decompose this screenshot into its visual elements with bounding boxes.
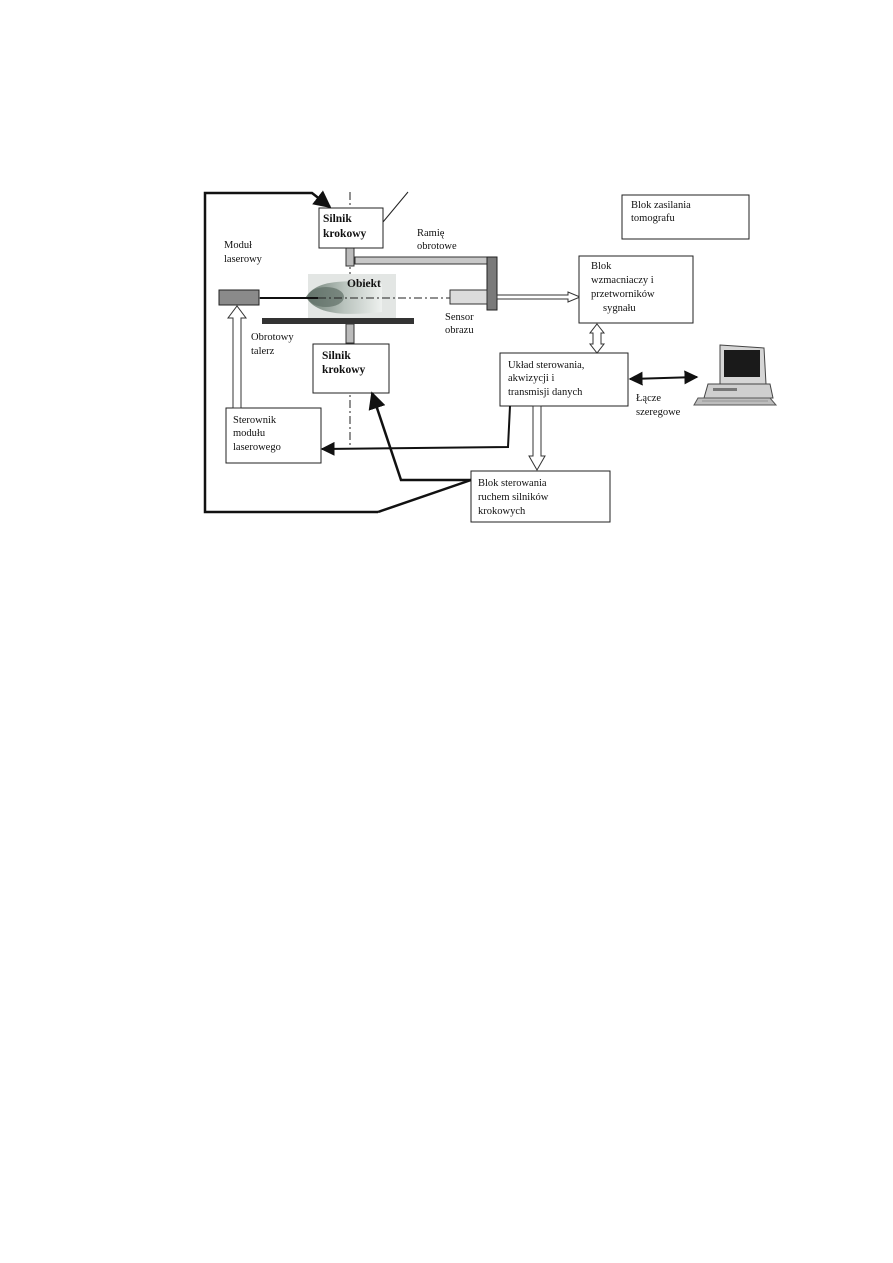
amplifier-label-1: Blok: [591, 261, 612, 272]
motor-control-label-3: krokowych: [478, 506, 526, 517]
arm-pointer-line: [382, 191, 409, 223]
rotating-table: [262, 318, 414, 324]
serial-label-1: Łącze: [636, 393, 661, 404]
amplifier-label-3: przetworników: [591, 289, 655, 300]
object-label: Obiekt: [347, 278, 381, 290]
motor-top-box: [318, 207, 384, 249]
motor-control-box: [470, 470, 611, 523]
motor-bottom-label-2: krokowy: [322, 364, 365, 376]
object-shadow: [308, 287, 344, 307]
computer-icon: [693, 344, 778, 406]
shaft-bottom: [345, 323, 355, 344]
control-label-2: akwizycji i: [508, 373, 554, 384]
rotating-arm: [354, 256, 488, 265]
table-label-1: Obrotowy: [251, 332, 294, 343]
arrow-amplifiers-control: [588, 323, 606, 354]
laser-driver-label-1: Sterownik: [233, 415, 277, 426]
power-block-label-2: tomografu: [631, 213, 675, 224]
arm-end-plate: [486, 256, 498, 311]
svg-text:Blok wzmacniaczy i prz: Blok wzmacniaczy i przetworników sygnału: [591, 261, 657, 314]
arm-label-1: Ramię: [417, 228, 445, 239]
laser-driver-label-2: modułu: [233, 428, 266, 439]
serial-label-2: szeregowe: [636, 407, 681, 418]
power-block-box: [621, 194, 750, 240]
arrow-sensor-amplifiers: [496, 291, 582, 303]
motor-bottom-label-1: Silnik: [322, 350, 351, 362]
amplifier-label-2: wzmacniaczy i: [591, 275, 654, 286]
motor-top-feed-line: [203, 190, 378, 514]
table-label-2: talerz: [251, 346, 275, 357]
motor-bottom-feed-line: [368, 391, 471, 482]
svg-text:Silnik krokowy: Silnik krokowy: [323, 213, 366, 240]
laser-driver-box: [225, 407, 322, 464]
shaft-top: [345, 247, 355, 267]
arrow-driver-laser: [227, 305, 247, 409]
arm-label-2: obrotowe: [417, 241, 457, 252]
svg-text:Silnik krokowy: Silnik krokowy: [322, 350, 365, 376]
svg-text:Ramię obrotowe: Ramię obrotowe: [417, 228, 457, 252]
svg-text:Blok sterowania ruchem sil: Blok sterowania ruchem silników krokowyc…: [478, 478, 551, 517]
motor-control-label-2: ruchem silników: [478, 492, 549, 503]
sensor-label-1: Sensor: [445, 312, 474, 323]
power-block-label-1: Blok zasilania: [631, 200, 691, 211]
laser-module-label-2: laserowy: [224, 254, 263, 265]
sensor-label-2: obrazu: [445, 325, 474, 336]
motor-bottom-box: [312, 343, 390, 394]
amplifier-label-4: sygnału: [603, 303, 636, 314]
control-to-laser-driver: [320, 405, 511, 456]
svg-text:Sensor obrazu: Sensor obrazu: [445, 312, 476, 336]
amplifier-block-box: [578, 255, 694, 324]
laser-driver-label-3: laserowego: [233, 442, 281, 453]
laser-module-label-1: Moduł: [224, 240, 252, 251]
svg-text:Moduł laserowy: Moduł laserowy: [224, 240, 263, 265]
svg-text:Blok zasilania tomografu: Blok zasilania tomografu: [631, 200, 693, 224]
serial-link-arrow: [628, 370, 699, 386]
image-sensor: [449, 289, 488, 305]
laser-module: [218, 289, 260, 306]
svg-text:Łącze szeregowe: Łącze szeregowe: [636, 393, 681, 418]
motor-top-label-1: Silnik: [323, 213, 352, 225]
svg-text:Obrotowy talerz: Obrotowy talerz: [251, 332, 296, 357]
control-label-3: transmisji danych: [508, 387, 583, 398]
svg-text:Układ sterowania, akwizycj: Układ sterowania, akwizycji i transmisji…: [508, 360, 587, 398]
svg-text:Sterownik modułu laser: Sterownik modułu laserowego: [233, 415, 281, 453]
motor-top-label-2: krokowy: [323, 228, 366, 240]
motor-control-label-1: Blok sterowania: [478, 478, 547, 489]
motor-control-to-loop: [377, 478, 472, 514]
control-unit-box: [499, 352, 629, 407]
control-label-1: Układ sterowania,: [508, 360, 584, 371]
arrow-control-motorcontrol: [528, 405, 546, 472]
